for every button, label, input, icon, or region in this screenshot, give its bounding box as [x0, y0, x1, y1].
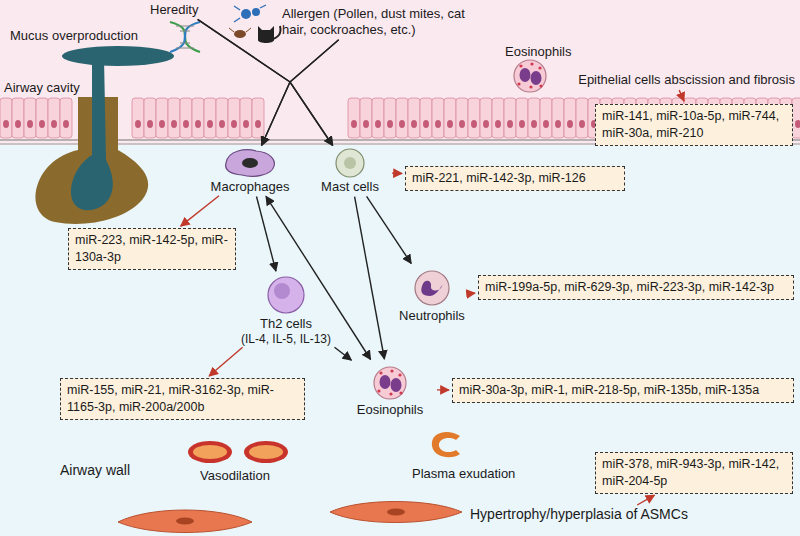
- mast-cell-icon: [336, 149, 364, 177]
- mirna-box: miR-30a-3p, miR-1, miR-218-5p, miR-135b,…: [452, 378, 794, 403]
- node-text: Mast cells: [310, 179, 390, 195]
- mirna-box: miR-199a-5p, miR-629-3p, miR-223-3p, miR…: [478, 275, 794, 300]
- neutrophil-icon: [415, 271, 449, 305]
- cell-node: Th2 cells(IL-4, IL-5, IL-13): [230, 274, 342, 346]
- node-text: miR-141, miR-10a-5p, miR-744, miR-30a, m…: [602, 108, 786, 142]
- annotation-label: Airway wall: [60, 462, 130, 478]
- annotation-label: Mucus overproduction: [10, 28, 138, 43]
- plasma-exudation-icon: [432, 432, 460, 457]
- node-text: miR-30a-3p, miR-1, miR-218-5p, miR-135b,…: [459, 382, 787, 399]
- vessel-icon: [188, 441, 288, 463]
- node-text: Th2 cells: [230, 316, 342, 332]
- macrophage-icon: [226, 150, 275, 176]
- annotation-label: Airway cavity: [4, 80, 80, 95]
- smooth-muscle-cell: [330, 502, 462, 523]
- node-text: miR-378, miR-943-3p, miR-142, miR-204-5p: [602, 456, 786, 490]
- node-text: miR-155, miR-21, miR-3162-3p, miR-1165-3…: [67, 382, 298, 416]
- process-label: Epithelial cells abscission and fibrosis: [555, 72, 795, 88]
- cell-node: Mast cells: [310, 148, 390, 195]
- mirna-box: miR-221, miR-142-3p, miR-126: [405, 166, 625, 191]
- connector-arrow: [290, 40, 339, 146]
- connector-arrow: [198, 19, 333, 145]
- mirna-box: miR-223, miR-142-5p, miR-130a-3p: [68, 228, 236, 270]
- annotation-label: Eosinophils: [505, 44, 572, 59]
- connector-arrow: [181, 196, 219, 226]
- mirna-box: miR-141, miR-10a-5p, miR-744, miR-30a, m…: [595, 104, 793, 146]
- connector-arrow: [209, 347, 243, 376]
- connector-arrow: [335, 347, 352, 360]
- smooth-muscle-cell: [118, 510, 252, 533]
- connector-arrow: [679, 90, 684, 101]
- eosinophil-icon: [514, 60, 546, 92]
- connector-arrow: [367, 196, 412, 263]
- node-text: miR-199a-5p, miR-629-3p, miR-223-3p, miR…: [485, 279, 787, 296]
- connector-arrow: [392, 172, 402, 174]
- mirna-box: miR-378, miR-943-3p, miR-142, miR-204-5p: [595, 452, 793, 494]
- connector-arrow: [262, 40, 339, 146]
- annotation-label: Plasma exudation: [412, 466, 515, 481]
- connector-arrow: [637, 495, 654, 505]
- annotation-label: Vasodilation: [200, 468, 270, 483]
- node-text: Epithelial cells abscission and fibrosis: [555, 72, 795, 88]
- mirna-box: miR-155, miR-21, miR-3162-3p, miR-1165-3…: [60, 378, 305, 420]
- eosinophil-icon: [374, 367, 406, 399]
- node-text: Allergen (Pollen, dust mites, cat hair, …: [282, 6, 490, 39]
- connector-arrow: [474, 293, 475, 294]
- node-text: Hypertrophy/hyperplasia of ASMCs: [470, 506, 770, 524]
- dna-icon: [170, 22, 200, 52]
- cell-node: Neutrophils: [392, 266, 472, 324]
- cell-node: Eosinophils: [345, 362, 435, 418]
- airway-lumen: [0, 0, 800, 145]
- node-text: Eosinophils: [345, 402, 435, 418]
- node-text: miR-221, miR-142-3p, miR-126: [412, 170, 618, 187]
- cell-node: Macrophages: [200, 148, 300, 195]
- th2-cell-icon: [268, 277, 304, 313]
- node-text: miR-223, miR-142-5p, miR-130a-3p: [75, 232, 229, 266]
- factor-label: Heredity: [150, 2, 218, 18]
- node-text: Neutrophils: [392, 308, 472, 324]
- node-subtext: (IL-4, IL-5, IL-13): [230, 332, 342, 346]
- connector-arrow: [198, 19, 290, 145]
- node-text: Heredity: [150, 2, 218, 18]
- node-text: Macrophages: [200, 179, 300, 195]
- connector-arrow: [355, 197, 385, 359]
- connector-arrow: [437, 389, 449, 391]
- mucus: [62, 46, 174, 66]
- factor-label: Allergen (Pollen, dust mites, cat hair, …: [228, 6, 490, 39]
- process-label: Hypertrophy/hyperplasia of ASMCs: [470, 506, 770, 524]
- allergen-icons: [229, 5, 281, 43]
